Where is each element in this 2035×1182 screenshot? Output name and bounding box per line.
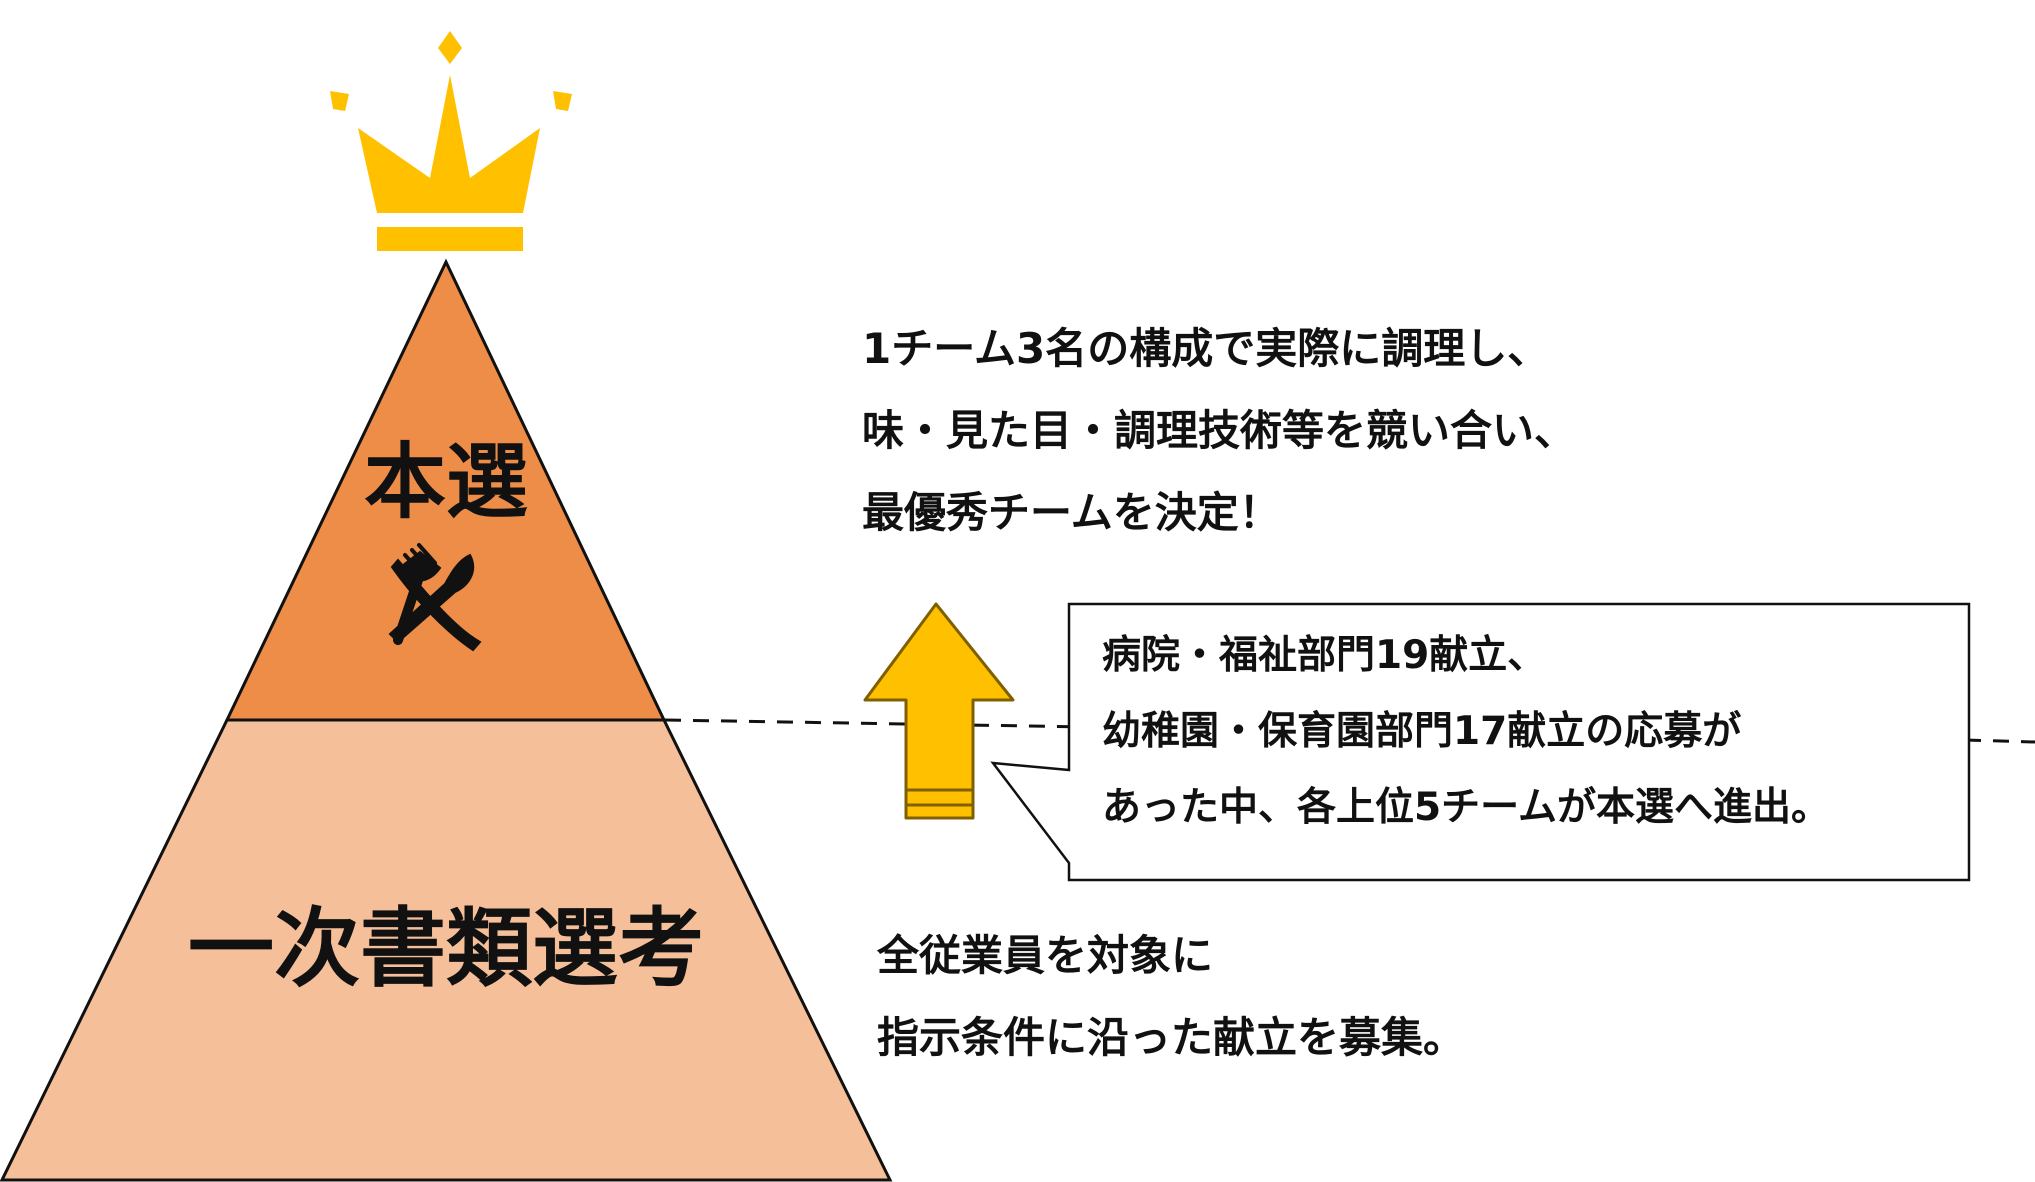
stage-divider-line-right (1964, 738, 2035, 744)
stage-divider-line (664, 718, 1091, 729)
final-description-line: 最優秀チームを決定！ (862, 488, 1281, 537)
advance-arrow-icon (863, 602, 1015, 820)
callout-box (990, 602, 1971, 882)
callout-line: 病院・福祉部門19献立、 (1102, 633, 1547, 678)
pyramid-first-tier (0, 718, 893, 1182)
knife-blade-icon (388, 553, 475, 644)
final-round-description: 1チーム3名の構成で実際に調理し、 味・見た目・調理技術等を競い合い、 最優秀チ… (862, 308, 1576, 554)
final-tier-label: 本選 (364, 435, 528, 530)
final-description-line: 味・見た目・調理技術等を競い合い、 (862, 406, 1577, 455)
crown-icon (330, 31, 572, 251)
first-tier-label: 一次書類選考 (188, 899, 704, 999)
callout-line: 幼稚園・保育園部門17献立の応募が (1102, 709, 1742, 754)
first-description-line: 指示条件に沿った献立を募集。 (877, 1013, 1466, 1062)
first-round-description: 全従業員を対象に 指示条件に沿った献立を募集。 (877, 915, 1465, 1079)
final-description-line: 1チーム3名の構成で実際に調理し、 (862, 324, 1550, 373)
callout-line: あった中、各上位5チームが本選へ進出。 (1102, 785, 1830, 830)
callout-text: 病院・福祉部門19献立、 幼稚園・保育園部門17献立の応募が あった中、各上位5… (1102, 618, 1830, 846)
first-description-line: 全従業員を対象に (877, 931, 1214, 980)
